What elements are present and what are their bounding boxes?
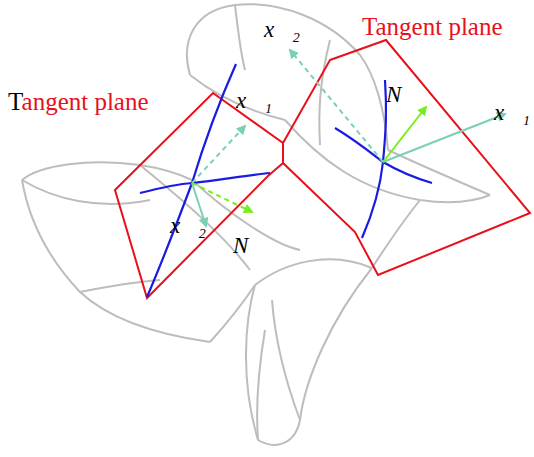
vector-label: x⃗₁ [236,88,272,114]
vector-label: N⃗ [233,233,266,259]
surface-curve [140,64,432,297]
plane-label: Tangent plane [8,88,149,117]
plane-label: Tangent plane [362,13,503,42]
vector-label: N⃗ [386,82,419,108]
vector-label: x⃗₂ [170,213,206,239]
vector-label: x⃗₁ [494,100,530,126]
surface-outline [22,4,490,445]
vector-arrow [192,50,505,226]
tangent-plane [115,40,530,298]
vector-label: x⃗₂ [264,17,300,43]
